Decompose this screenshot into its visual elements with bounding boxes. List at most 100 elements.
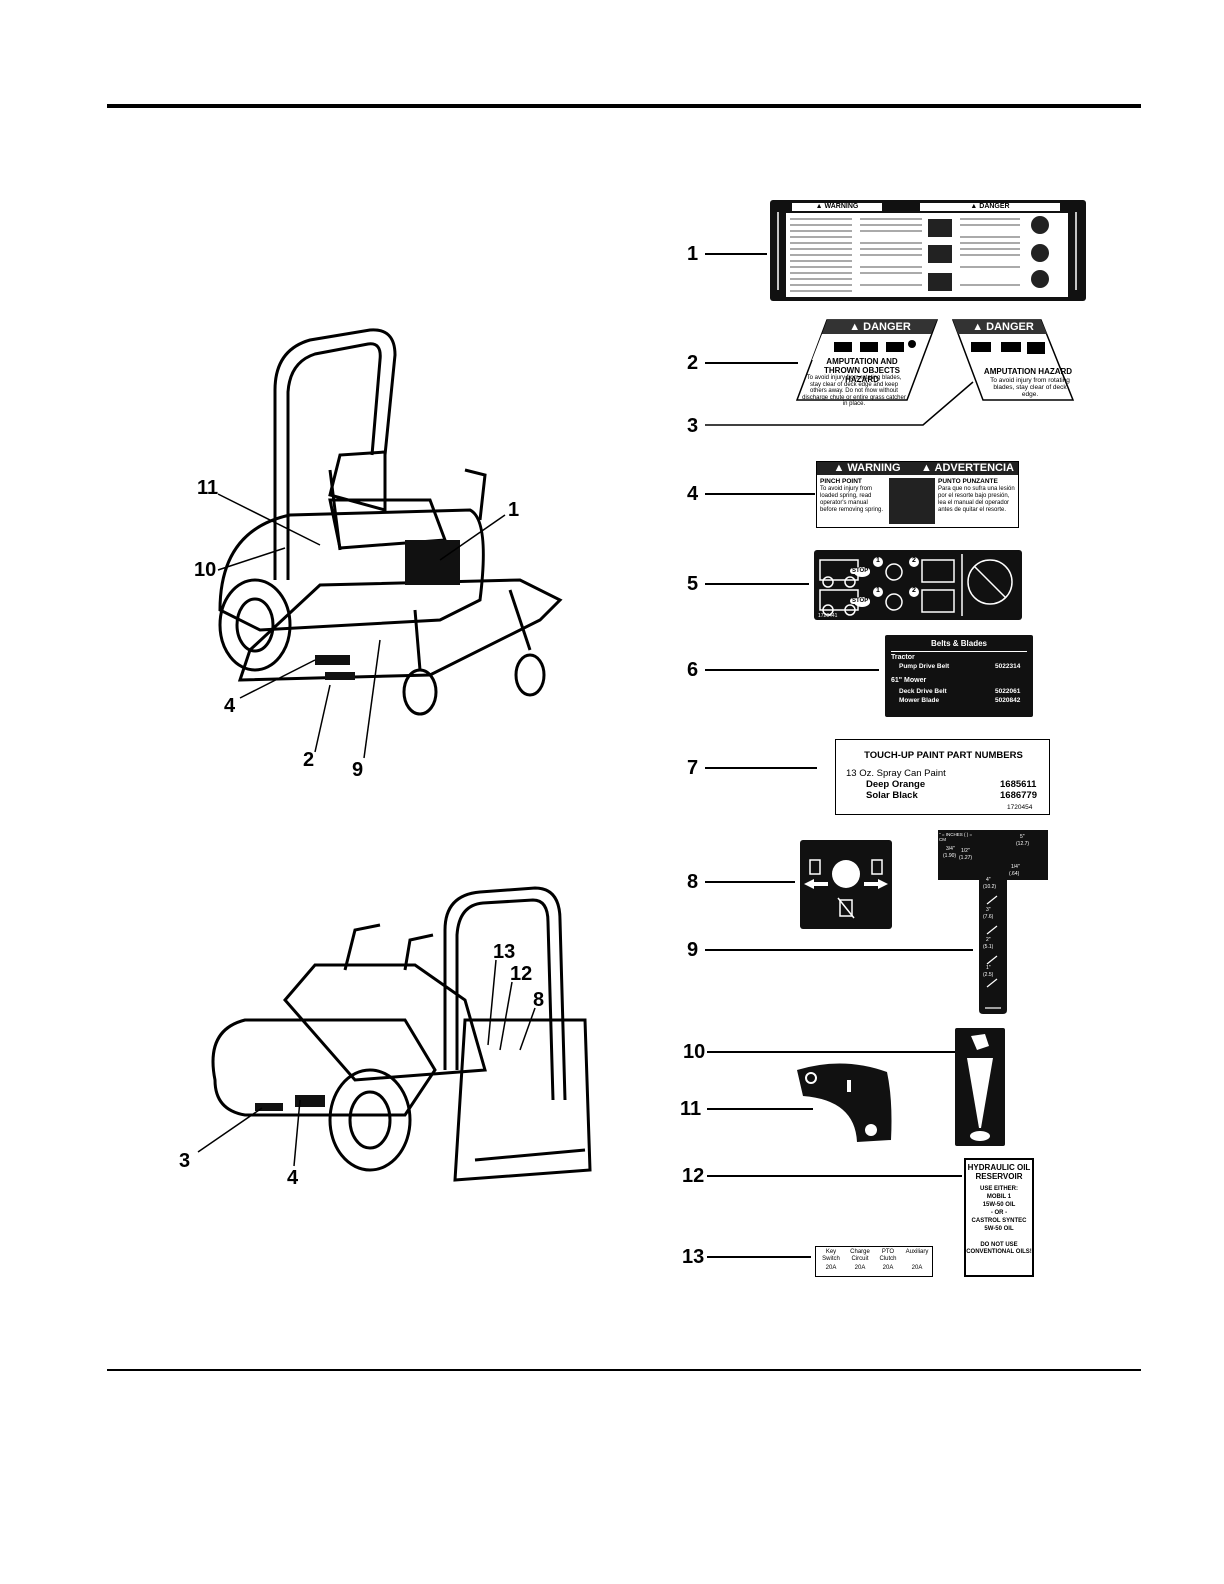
fuse-col-1-amp: 20A — [825, 1265, 837, 1271]
decal-9-r4a: 5" — [1020, 834, 1025, 840]
decal-6-row-2-label: 61" Mower — [891, 677, 927, 684]
callout-13-bottom: 13 — [493, 941, 516, 963]
callout-12-bottom: 12 — [510, 963, 533, 985]
decal-9-r4b: (12.7) — [1016, 841, 1030, 847]
mower-front-illustration — [218, 328, 563, 716]
callout-10: 10 — [683, 1041, 706, 1063]
decal-7-subtitle: 13 Oz. Spray Can Paint — [846, 768, 946, 779]
fuse-col-2-amp: 20A — [854, 1265, 866, 1271]
decal-5-stop-1: STOP — [850, 568, 871, 574]
leader-6 — [705, 669, 879, 671]
callout-7: 7 — [687, 757, 699, 779]
decal-6-row-4-label: Mower Blade — [899, 697, 940, 704]
decal-13-fuse-chart: Key Switch 20A Charge Circuit 20A PTO Cl… — [815, 1246, 933, 1277]
callout-11: 11 — [680, 1098, 702, 1120]
callout-2: 2 — [687, 352, 699, 374]
decal-4-advertencia: ▲ ADVERTENCIA — [917, 462, 1018, 475]
decal-12-title: HYDRAULIC OIL RESERVOIR — [967, 1163, 1031, 1181]
callout-12: 12 — [682, 1165, 705, 1187]
callout-8: 8 — [687, 871, 699, 893]
decal-9-height-of-cut — [938, 830, 1048, 1014]
callout-10-top: 10 — [194, 559, 217, 581]
callout-8-bottom: 8 — [533, 989, 545, 1011]
decal-9-s1b: (2.5) — [983, 972, 994, 978]
callout-1-top: 1 — [508, 499, 520, 521]
decal-9-s2a: 2" — [986, 937, 991, 943]
decal-5-num-1b: 1 — [876, 587, 880, 594]
callout-11-top: 11 — [197, 477, 219, 499]
callout-4-bottom: 4 — [287, 1167, 299, 1189]
decal-8-fuel-selector — [800, 840, 892, 929]
leader-1 — [705, 253, 767, 255]
decal-1-side-arrows-icon — [777, 212, 1077, 290]
callout-5: 5 — [687, 573, 699, 595]
callout-3-bottom: 3 — [179, 1150, 191, 1172]
decal-4-warning: ▲ WARNING — [817, 462, 917, 475]
decal-3-hazard-pictogram — [971, 342, 1045, 354]
leader-3 — [705, 381, 974, 426]
decal-1-operator-warning: ▲ WARNING ▲ DANGER — [770, 200, 1086, 301]
decal-6-row-1-label: Pump Drive Belt — [899, 663, 950, 670]
decal-12-line4: - OR - — [990, 1210, 1008, 1216]
callout-9-top: 9 — [352, 759, 364, 781]
decal-2-title: AMPUTATION AND THROWN OBJECTS HAZARD — [824, 357, 900, 384]
decal-12-line2: MOBIL 1 — [986, 1194, 1012, 1200]
decal-7-row-1-part: 1685611 — [1000, 779, 1037, 790]
decal-3-header: ▲ DANGER — [972, 321, 1034, 333]
leader-12 — [707, 1175, 962, 1177]
leader-4 — [705, 493, 815, 495]
decal-7-row-1-label: Deep Orange — [866, 779, 926, 790]
turtle-icon — [970, 1131, 990, 1141]
decal-4-es-title: PUNTO PUNZANTE — [938, 478, 998, 485]
bottom-rule — [107, 1369, 1141, 1371]
decal-5-num-2b: 2 — [912, 587, 916, 594]
decal-9-r1a: 3/4" — [946, 846, 955, 852]
decal-4-en-body: To avoid injury from loaded spring, read… — [820, 486, 884, 513]
decal-9-top-left: " = INCHES ( ) = CM — [939, 832, 973, 842]
leader-7 — [705, 767, 817, 769]
decal-4-pinch-point: ▲ WARNING ▲ ADVERTENCIA PINCH POINT To a… — [816, 461, 1019, 528]
decal-6-divider — [891, 651, 1027, 652]
rabbit-icon — [971, 1034, 989, 1050]
fuse-col-4-name: Auxiliary — [905, 1249, 929, 1255]
decal-9-r2a: 1/2" — [961, 848, 970, 854]
decal-6-row-4-part: 5020842 — [995, 697, 1021, 704]
decal-6-belts-blades: Belts & Blades Tractor Pump Drive Belt 5… — [885, 635, 1033, 717]
decal-5-num-1a: 1 — [876, 557, 880, 564]
decal-6-tractor: Tractor — [891, 654, 915, 661]
leader-8 — [705, 881, 795, 883]
decal-9-s4b: (10.2) — [983, 884, 997, 890]
fuse-col-3-name: PTO Clutch — [879, 1249, 897, 1262]
fuse-col-1-name: Key Switch — [822, 1249, 840, 1262]
decal-2-body: To avoid injury from rotating blades, st… — [802, 375, 906, 407]
callout-3: 3 — [687, 415, 699, 437]
decal-5-num-2a: 2 — [912, 557, 916, 564]
decal-7-title: TOUCH-UP PAINT PART NUMBERS — [864, 750, 1023, 761]
decal-10-throttle — [955, 1028, 1005, 1146]
fuse-col-3-amp: 20A — [882, 1265, 894, 1271]
decal-5-stop-pictogram: STOP STOP 1 2 1 2 1720441 — [814, 550, 1022, 620]
top-rule — [107, 104, 1141, 108]
decal-3-parallelogram — [951, 319, 1075, 401]
decal-5-code: 1720441 — [818, 613, 838, 619]
decal-12-line1: USE EITHER: — [979, 1186, 1018, 1192]
decal-9-r2b: (1.27) — [959, 855, 973, 861]
decal-7-row-2-part: 1686779 — [1000, 790, 1037, 801]
decal-5-icons — [819, 554, 1013, 616]
decal-6-row-1-part: 5022314 — [995, 663, 1021, 670]
decal-1-warning-label: ▲ WARNING — [792, 203, 882, 211]
leader-9 — [705, 949, 973, 951]
decal-12-line5: CASTROL SYNTEC — [971, 1218, 1027, 1224]
decal-12-hydraulic-oil: HYDRAULIC OIL RESERVOIR USE EITHER: MOBI… — [964, 1158, 1034, 1277]
decal-5-stop-2: STOP — [850, 598, 871, 604]
decal-1-text-lines — [790, 216, 1049, 292]
decal-9-r3b: (.64) — [1009, 871, 1020, 877]
decal-9-r1b: (1.90) — [943, 853, 957, 859]
decal-4-es-body: Para que no sufra una lesión por el reso… — [938, 486, 1015, 513]
decal-6-title: Belts & Blades — [930, 639, 988, 648]
leader-11 — [707, 1108, 813, 1110]
decal-9-r3a: 1/4" — [1011, 864, 1020, 870]
decal-3-body: To avoid injury from rotating blades, st… — [990, 377, 1070, 398]
leader-10 — [707, 1051, 973, 1053]
